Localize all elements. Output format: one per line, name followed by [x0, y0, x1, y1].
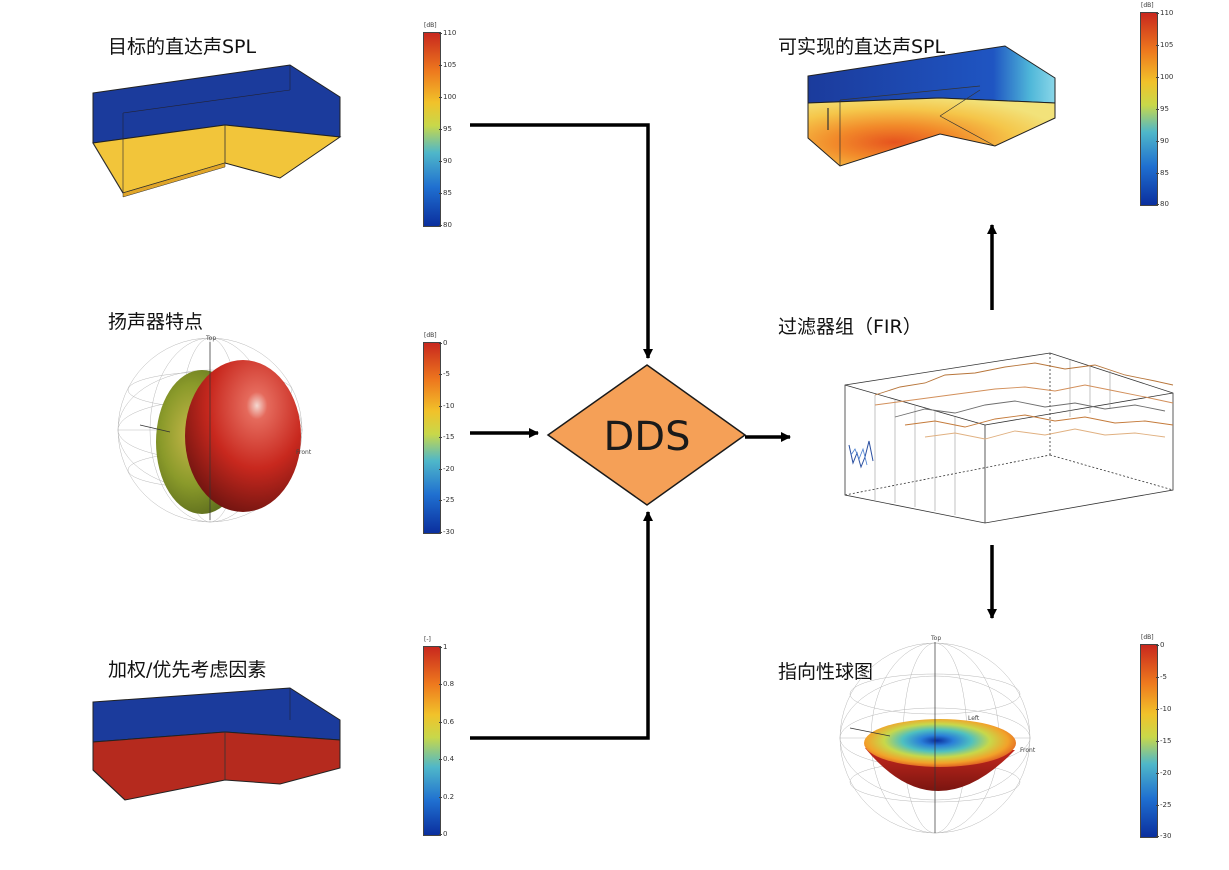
- target-tick-0: 110: [438, 29, 457, 37]
- achievable-spl-hall-plot: [807, 45, 1056, 167]
- achievable-tick-6: 80: [1156, 200, 1169, 208]
- directivity-tick-5: -25: [1155, 801, 1172, 809]
- title-directivity-balloon: 指向性球图: [778, 661, 874, 683]
- directivity-left-label: Left: [968, 715, 980, 722]
- achievable-tick-3: 95: [1156, 105, 1169, 113]
- directivity-colorbar-unit: [dB]: [1141, 634, 1154, 641]
- directivity-tick-0: 0: [1155, 641, 1165, 649]
- target-colorbar-unit: [dB]: [424, 22, 437, 29]
- target-tick-1: 105: [438, 61, 457, 69]
- speaker-tick-3: -15: [438, 433, 455, 441]
- dds-diamond: [546, 364, 747, 506]
- achievable-tick-2: 100: [1155, 73, 1174, 81]
- speaker-colorbar: [423, 342, 441, 534]
- weight-colorbar: [423, 646, 441, 836]
- title-speaker-characteristics: 扬声器特点: [108, 311, 204, 333]
- speaker-tick-1: -5: [439, 370, 450, 378]
- speaker-balloon-plot: Top Front: [117, 335, 312, 523]
- weight-tick-5: 0: [438, 830, 448, 838]
- arrow-target-to-dds: [470, 123, 653, 359]
- target-tick-2: 100: [438, 93, 457, 101]
- title-weighting-priorities: 加权/优先考虑因素: [108, 659, 267, 681]
- speaker-tick-5: -25: [438, 496, 455, 504]
- directivity-tick-6: -30: [1155, 832, 1172, 840]
- weighting-hall-plot: [92, 687, 341, 801]
- speaker-tick-0: 0: [438, 339, 448, 347]
- target-tick-6: 80: [439, 221, 452, 229]
- achievable-colorbar-unit: [dB]: [1141, 2, 1154, 9]
- directivity-balloon-plot: Top Left Front: [839, 635, 1036, 834]
- speaker-tick-4: -20: [438, 465, 455, 473]
- weight-tick-4: 0.2: [438, 793, 455, 801]
- speaker-tick-2: -10: [438, 402, 455, 410]
- directivity-tick-1: -5: [1156, 673, 1167, 681]
- achievable-tick-1: 105: [1155, 41, 1174, 49]
- speaker-front-label: Front: [296, 449, 312, 456]
- arrow-weighting-to-dds: [470, 511, 653, 740]
- weight-colorbar-unit: [-]: [424, 636, 431, 643]
- directivity-tick-3: -15: [1155, 737, 1172, 745]
- speaker-colorbar-unit: [dB]: [424, 332, 437, 339]
- speaker-top-label: Top: [205, 335, 216, 342]
- title-achievable-spl: 可实现的直达声SPL: [778, 36, 946, 58]
- directivity-tick-2: -10: [1155, 705, 1172, 713]
- speaker-tick-6: -30: [438, 528, 455, 536]
- achievable-tick-5: 85: [1156, 169, 1169, 177]
- weight-tick-0: 1: [438, 643, 448, 651]
- weight-tick-3: 0.4: [438, 755, 455, 763]
- title-filter-bank: 过滤器组（FIR）: [778, 316, 922, 338]
- target-tick-5: 85: [439, 189, 452, 197]
- directivity-top-label: Top: [930, 635, 941, 642]
- target-tick-3: 95: [439, 125, 452, 133]
- directivity-tick-4: -20: [1155, 769, 1172, 777]
- weight-tick-2: 0.6: [438, 718, 455, 726]
- achievable-tick-4: 90: [1156, 137, 1169, 145]
- weight-tick-1: 0.8: [438, 680, 455, 688]
- dds-label: DDS: [604, 414, 691, 460]
- title-target-spl: 目标的直达声SPL: [108, 36, 257, 58]
- achievable-tick-0: 110: [1155, 9, 1174, 17]
- fir-filter-bank-plot: [844, 352, 1174, 524]
- directivity-front-label: Front: [1020, 747, 1036, 754]
- target-tick-4: 90: [439, 157, 452, 165]
- target-spl-hall-plot: [92, 64, 342, 198]
